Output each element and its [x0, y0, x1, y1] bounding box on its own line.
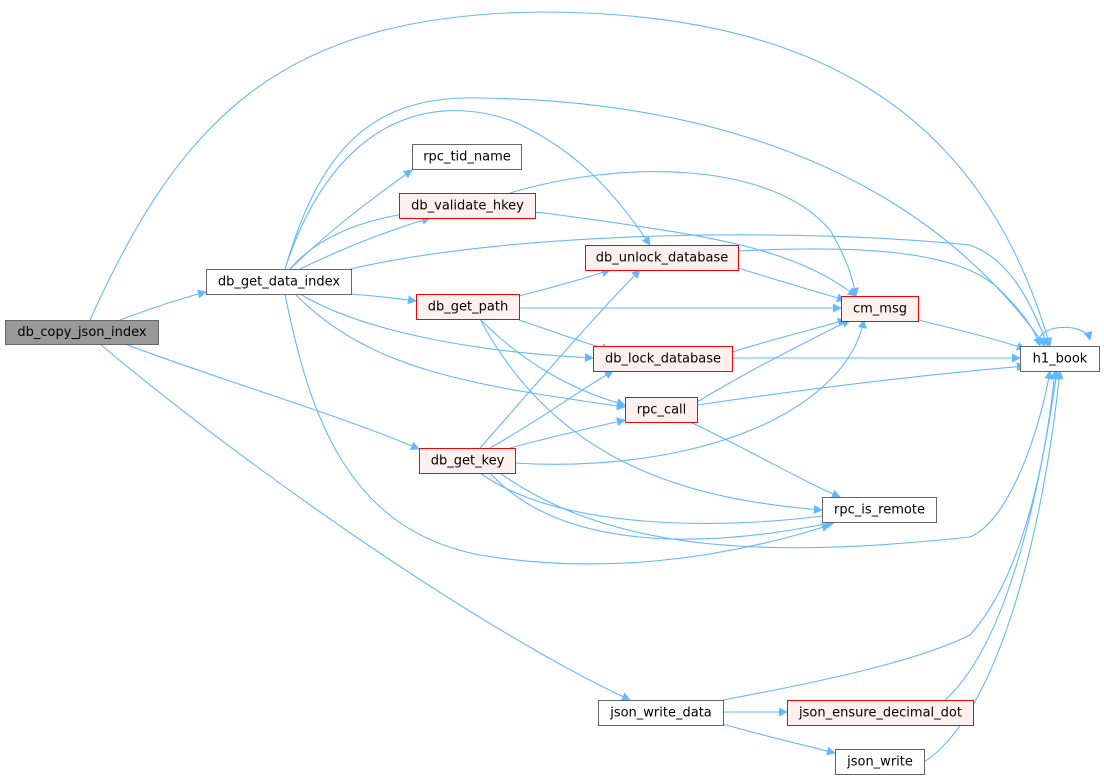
node-label: db_get_data_index [218, 275, 341, 290]
edge-db_get_data_index-to-db_get_path [350, 293, 417, 305]
edge-db_unlock_database-to-cm_msg [737, 267, 846, 303]
node-box[interactable] [585, 245, 739, 271]
edge-rpc_call-to-rpc_is_remote [689, 421, 841, 498]
node-label: db_unlock_database [596, 251, 729, 266]
node-label: db_get_path [428, 300, 508, 315]
node-box[interactable] [787, 700, 974, 726]
node-label: rpc_is_remote [834, 503, 925, 518]
edge-db_copy_json_index-to-db_get_key [124, 343, 420, 450]
edge-db_get_key-to-rpc_call [509, 417, 626, 449]
node-box[interactable] [399, 193, 536, 219]
edge-rpc_call-to-h1_book [696, 362, 1026, 406]
edges [89, 11, 1093, 763]
edge-db_get_data_index-to-h1_book [349, 234, 1050, 347]
edge-db_get_data_index-to-db_lock_database [299, 293, 594, 363]
edge-h1_book-to-h1_book [1038, 326, 1093, 347]
node-label: db_validate_hkey [411, 199, 524, 214]
edge-db_get_data_index-to-h1_book [284, 97, 1046, 347]
node-label: json_ensure_decimal_dot [798, 706, 962, 721]
edge-db_unlock_database-to-h1_book [737, 248, 1042, 347]
node-box[interactable] [625, 397, 698, 423]
node-db_get_key[interactable]: db_get_key [419, 448, 516, 474]
edge-json_write-to-h1_book [923, 370, 1064, 763]
node-rpc_call[interactable]: rpc_call [625, 397, 698, 423]
node-box[interactable] [419, 448, 516, 474]
node-db_lock_database[interactable]: db_lock_database [593, 346, 733, 372]
node-box[interactable] [598, 700, 724, 726]
edge-db_get_key-to-db_unlock_database [479, 269, 641, 449]
edge-rpc_call-to-cm_msg [696, 319, 851, 403]
node-db_get_path[interactable]: db_get_path [416, 294, 520, 320]
edge-db_get_path-to-rpc_is_remote [479, 318, 823, 514]
edge-db_validate_hkey-to-cm_msg [509, 171, 859, 297]
edge-db_get_data_index-to-rpc_is_remote [284, 293, 831, 565]
edge-db_get_data_index-to-db_validate_hkey [299, 216, 431, 270]
edge-db_get_data_index-to-cm_msg [289, 208, 857, 297]
node-box[interactable] [412, 144, 522, 170]
node-box[interactable] [822, 497, 937, 523]
node-label: db_lock_database [605, 352, 721, 367]
edge-db_lock_database-to-cm_msg [731, 317, 847, 353]
edge-db_get_key-to-h1_book [499, 370, 1054, 549]
node-cm_msg[interactable]: cm_msg [841, 296, 919, 322]
edge-db_get_data_index-to-rpc_tid_name [289, 169, 413, 270]
node-json_ensure_decimal_dot[interactable]: json_ensure_decimal_dot [787, 700, 974, 726]
edge-db_get_key-to-cm_msg [514, 319, 867, 465]
node-db_get_data_index[interactable]: db_get_data_index [206, 269, 352, 295]
edge-db_copy_json_index-to-db_get_data_index [119, 289, 207, 321]
node-json_write[interactable]: json_write [835, 749, 925, 775]
edge-db_get_data_index-to-db_unlock_database [284, 110, 651, 270]
edge-json_write_data-to-json_write [722, 723, 836, 756]
node-box[interactable] [593, 346, 733, 372]
edge-db_get_key-to-rpc_is_remote [479, 472, 831, 524]
node-label: cm_msg [853, 302, 907, 317]
edge-db_get_data_index-to-rpc_call [294, 293, 626, 411]
node-label: db_copy_json_index [17, 325, 147, 340]
edge-db_copy_json_index-to-json_write_data [99, 343, 631, 701]
edge-db_get_key-to-db_lock_database [489, 370, 614, 449]
node-json_write_data[interactable]: json_write_data [598, 700, 724, 726]
edge-json_ensure_decimal_dot-to-h1_book [944, 370, 1061, 701]
node-label: db_get_key [431, 454, 505, 469]
edge-cm_msg-to-h1_book [917, 319, 1026, 351]
node-h1_book[interactable]: h1_book [1020, 346, 1100, 372]
edge-db_get_key-to-rpc_is_remote [489, 472, 836, 540]
node-label: json_write [846, 755, 913, 770]
node-box[interactable] [5, 320, 159, 345]
node-db_copy_json_index[interactable]: db_copy_json_index [5, 320, 159, 345]
edge-db_get_path-to-db_unlock_database [518, 268, 611, 297]
node-db_validate_hkey[interactable]: db_validate_hkey [399, 193, 536, 219]
node-label: json_write_data [609, 706, 712, 721]
node-box[interactable] [841, 296, 919, 322]
edge-db_copy_json_index-to-h1_book [89, 11, 1053, 347]
node-db_unlock_database[interactable]: db_unlock_database [585, 245, 739, 271]
node-rpc_tid_name[interactable]: rpc_tid_name [412, 144, 522, 170]
node-label: rpc_call [637, 403, 687, 418]
node-label: h1_book [1033, 352, 1088, 367]
edge-db_get_path-to-db_lock_database [518, 319, 611, 353]
nodes: db_copy_json_index db_get_data_index rpc_t… [5, 144, 1100, 775]
node-label: rpc_tid_name [423, 150, 511, 165]
node-box[interactable] [835, 749, 925, 775]
node-box[interactable] [416, 294, 520, 320]
node-rpc_is_remote[interactable]: rpc_is_remote [822, 497, 937, 523]
node-box[interactable] [206, 269, 352, 295]
node-box[interactable] [1020, 346, 1100, 372]
